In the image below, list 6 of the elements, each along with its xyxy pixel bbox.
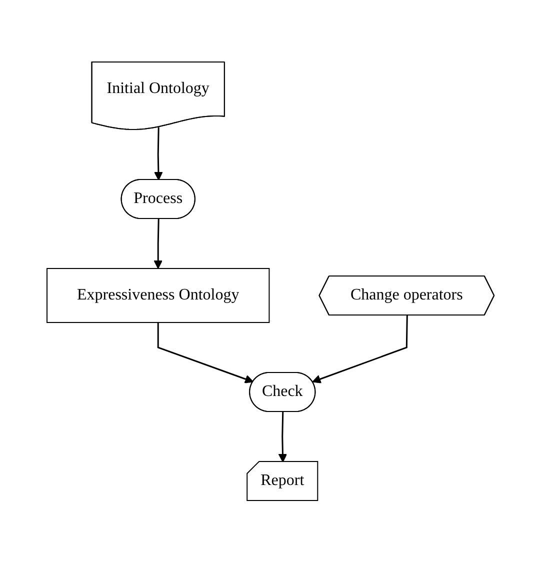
- arrow: [312, 315, 408, 384]
- arrow: [158, 322, 254, 384]
- arrow: [154, 126, 164, 180]
- node-box: Expressiveness Ontology: [46, 268, 270, 323]
- arrow: [278, 412, 288, 462]
- arrow: [154, 218, 163, 269]
